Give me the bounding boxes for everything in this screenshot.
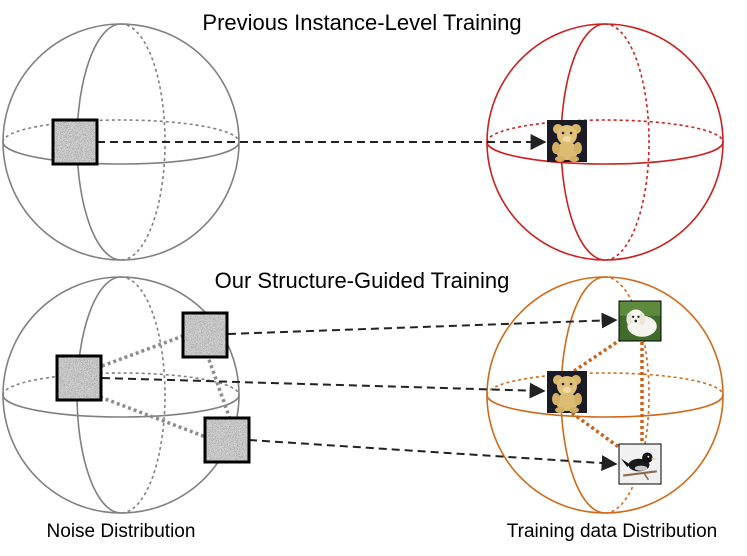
title-previous-training: Previous Instance-Level Training <box>202 10 521 35</box>
mapping-arrow-dog <box>227 312 618 335</box>
white-puppy-frame <box>618 300 662 342</box>
teddy-bear-image <box>547 120 587 162</box>
target-sphere-bottom <box>486 276 724 514</box>
black-bird-image <box>619 444 661 484</box>
target-structure-links <box>570 338 644 450</box>
noise-square-icon <box>181 311 229 359</box>
title-structure-guided-training: Our Structure-Guided Training <box>215 268 510 293</box>
mapping-arrow-teddy <box>101 377 546 399</box>
noise-square-icon <box>203 416 251 464</box>
target-sphere-top <box>486 23 724 261</box>
teddy-bear-image <box>547 371 587 413</box>
noise-square-icon <box>55 354 103 402</box>
noise-structure-links <box>99 334 232 439</box>
caption-noise-distribution: Noise Distribution <box>47 521 196 542</box>
mapping-arrow-bird <box>248 439 618 472</box>
caption-training-data-distribution: Training data Distribution <box>507 521 718 542</box>
white-puppy-image <box>619 301 661 341</box>
noise-square-icon <box>51 118 99 166</box>
black-bird-frame <box>618 443 662 485</box>
